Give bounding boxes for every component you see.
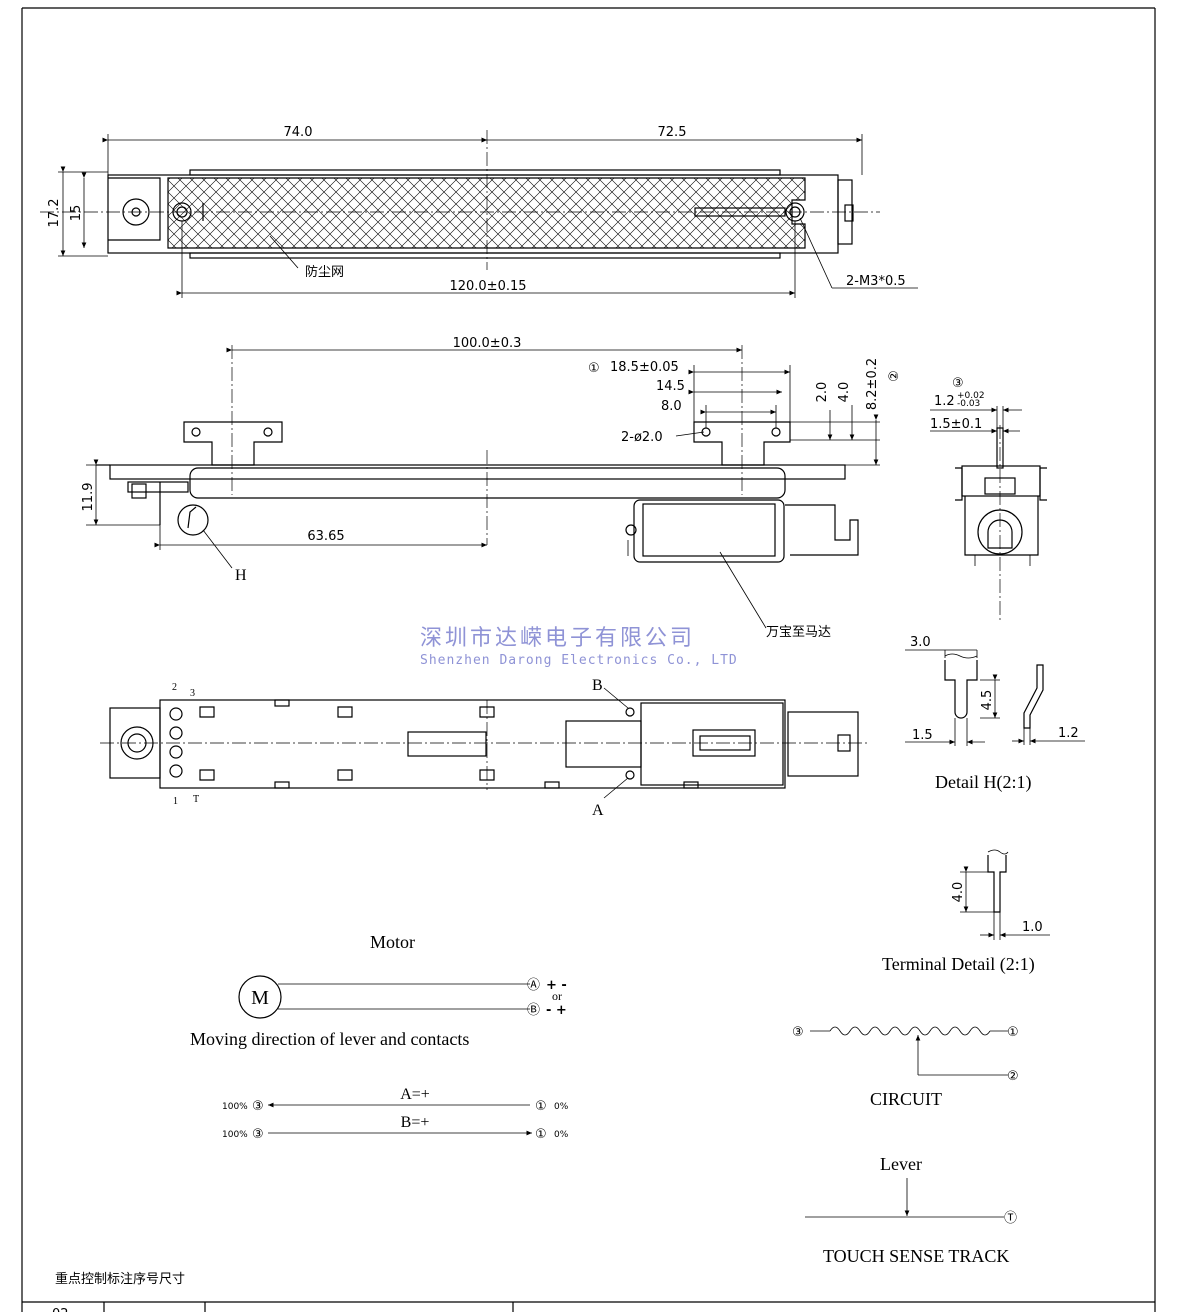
- motor-term-b: Ⓑ: [527, 1003, 540, 1018]
- dust-net-area: [167, 177, 806, 249]
- row1-label: A=+: [400, 1086, 430, 1103]
- lever-diagram: Lever Ⓣ TOUCH SENSE TRACK: [805, 1154, 1017, 1266]
- circuit-diagram: ③ ① ② CIRCUIT: [792, 1025, 1019, 1109]
- detail-h-dim-3: 3.0: [910, 635, 931, 650]
- end-view: ③ 1.2 +0.02 -0.03 1.5±0.1: [930, 376, 1047, 620]
- dim-18-5: 18.5±0.05: [610, 360, 679, 375]
- pin-3: 3: [190, 688, 195, 699]
- sheet-border: [21, 7, 1156, 1312]
- dim-8-0: 8.0: [661, 399, 682, 414]
- dim-8-2: 8.2±0.2: [865, 358, 880, 410]
- motor-schematic: Motor M Ⓐ Ⓑ + - or - +: [238, 932, 567, 1019]
- row2-right-pct: 0%: [554, 1130, 569, 1140]
- detail-h-dim-1-5: 1.5: [912, 728, 933, 743]
- lever-title: Lever: [880, 1154, 922, 1174]
- pin-t: T: [193, 794, 199, 805]
- dim-74: 74.0: [284, 125, 313, 140]
- dim-72-5: 72.5: [658, 125, 687, 140]
- dust-net-label: 防尘网: [305, 264, 344, 280]
- hole-label: 2-ø2.0: [621, 430, 663, 445]
- top-view: 74.0 72.5 17.2 15 120.0±0.15 防尘网 2-M3*0.…: [40, 125, 918, 298]
- motor-label: 万宝至马达: [766, 625, 831, 640]
- label-b: B: [592, 677, 603, 694]
- motor-term-a: Ⓐ: [527, 978, 540, 993]
- dim-2-0: 2.0: [815, 382, 830, 403]
- terminal-dim-4-0: 4.0: [951, 882, 966, 903]
- dim-4-0: 4.0: [837, 382, 852, 403]
- marker-3: ③: [952, 376, 964, 391]
- side-view: 100.0±0.3 ① 18.5±0.05 14.5 8.0 2-ø2.0 2.…: [81, 336, 902, 640]
- direction-diagram: Moving direction of lever and contacts 1…: [190, 1029, 569, 1142]
- row1-left-pin: ③: [252, 1099, 264, 1114]
- motor-or: or: [552, 989, 562, 1003]
- marker-2: ②: [887, 370, 902, 382]
- circuit-pin-2: ②: [1007, 1069, 1019, 1084]
- row2-left-pin: ③: [252, 1127, 264, 1142]
- dim-100: 100.0±0.3: [453, 336, 522, 351]
- dim-1-2: 1.2: [934, 394, 955, 409]
- screw-label: 2-M3*0.5: [846, 274, 906, 289]
- motor-symbol: M: [251, 987, 269, 1009]
- motor-polarity-b: - +: [546, 1003, 567, 1018]
- detail-h: 3.0 4.5 1.5 1.2 Detail H(2:1): [905, 635, 1085, 793]
- row1-left-pct: 100%: [222, 1102, 248, 1112]
- watermark-en: Shenzhen Darong Electronics Co., LTD: [420, 653, 738, 668]
- label-h: H: [235, 567, 247, 584]
- detail-h-dim-4-5: 4.5: [980, 690, 995, 711]
- pin-1: 1: [173, 796, 178, 807]
- marker-1: ①: [588, 361, 600, 376]
- dim-15: 15: [69, 205, 84, 222]
- row2-left-pct: 100%: [222, 1130, 248, 1140]
- circuit-caption: CIRCUIT: [870, 1089, 942, 1109]
- terminal-caption: Terminal Detail (2:1): [882, 954, 1035, 975]
- bottom-view: B A 2 3 1 T: [100, 677, 870, 819]
- mount-slots: [199, 699, 699, 789]
- row2-label: B=+: [401, 1114, 430, 1131]
- motor-title: Motor: [370, 932, 415, 952]
- row2-right-pin: ①: [535, 1127, 547, 1142]
- motor-polarity-a: + -: [546, 978, 567, 993]
- label-a: A: [592, 802, 604, 819]
- row1-right-pin: ①: [535, 1099, 547, 1114]
- circuit-pin-1: ①: [1007, 1025, 1019, 1040]
- dim-1-5: 1.5±0.1: [930, 417, 982, 432]
- dim-1-2-tol-minus: -0.03: [957, 399, 980, 409]
- dim-11-9: 11.9: [81, 483, 96, 512]
- dim-17-2: 17.2: [47, 199, 62, 228]
- direction-title: Moving direction of lever and contacts: [190, 1029, 469, 1049]
- dim-1-2-tol-plus: +0.02: [957, 391, 985, 401]
- footer-note: 重点控制标注序号尺寸: [55, 1271, 185, 1287]
- circuit-pin-3: ③: [792, 1025, 804, 1040]
- dim-120: 120.0±0.15: [449, 279, 526, 294]
- dim-14-5: 14.5: [656, 379, 685, 394]
- watermark-cn: 深圳市达嵘电子有限公司: [420, 626, 695, 651]
- detail-h-dim-1-2: 1.2: [1058, 726, 1079, 741]
- terminal-dim-1-0: 1.0: [1022, 920, 1043, 935]
- pin-2: 2: [172, 682, 177, 693]
- dim-63-65: 63.65: [307, 529, 344, 544]
- row1-right-pct: 0%: [554, 1102, 569, 1112]
- lever-caption: TOUCH SENSE TRACK: [823, 1246, 1009, 1266]
- footer-cell: 02: [52, 1307, 69, 1312]
- terminal-detail: 4.0 1.0 Terminal Detail (2:1): [882, 849, 1050, 975]
- detail-h-caption: Detail H(2:1): [935, 772, 1031, 793]
- lever-pin-t: Ⓣ: [1004, 1211, 1017, 1226]
